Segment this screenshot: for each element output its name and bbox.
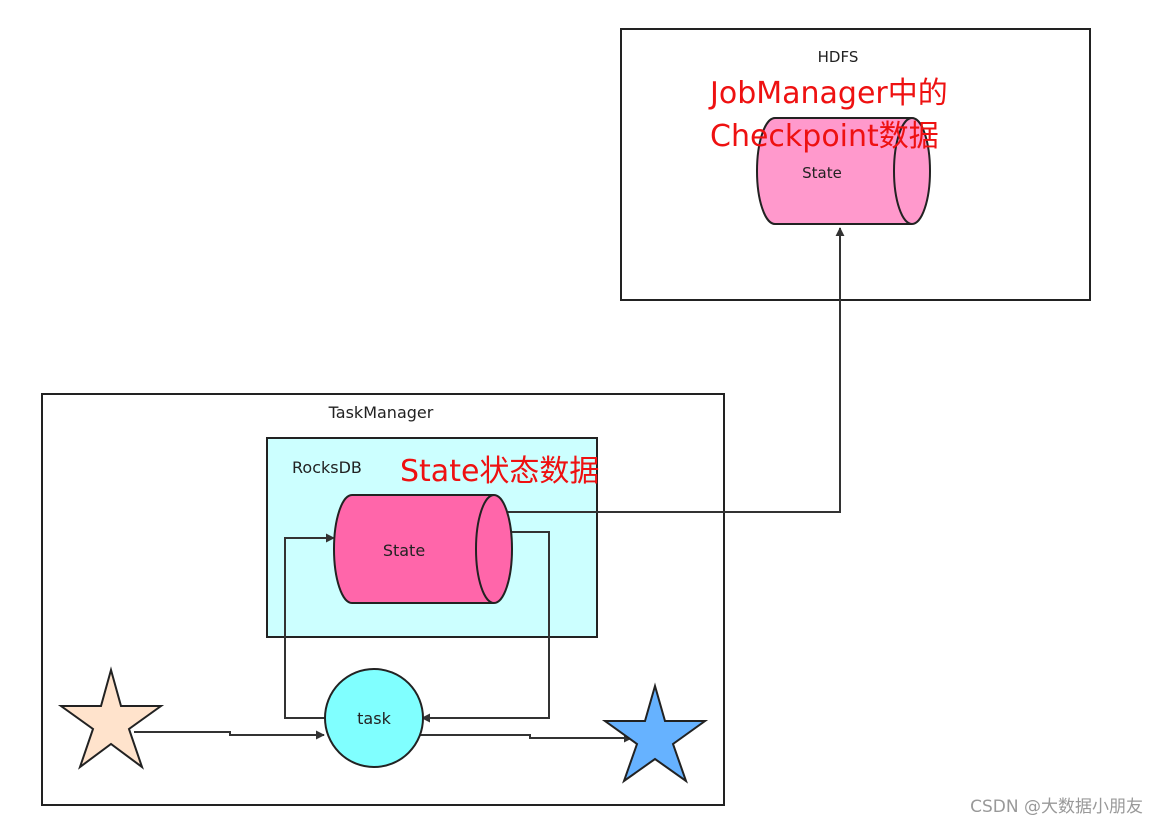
rocksdb-label: RocksDB: [292, 458, 362, 477]
task-label: task: [357, 709, 391, 728]
rocksdb-state-label: State: [383, 541, 425, 560]
hdfs-state-cylinder: State: [756, 117, 931, 225]
task-write-arrow: [284, 533, 335, 719]
input-arrow: [134, 730, 325, 740]
task-read-arrow: [421, 531, 550, 723]
taskmanager-label: TaskManager: [328, 403, 434, 422]
hdfs-label: HDFS: [818, 48, 859, 66]
checkpoint-annotation-line1: JobManager中的: [708, 76, 948, 111]
output-arrow: [420, 733, 633, 743]
state-annotation: State状态数据: [400, 454, 599, 489]
hdfs-state-label: State: [802, 164, 842, 182]
source-star-icon: [57, 666, 165, 770]
task-node: task: [324, 668, 424, 768]
checkpoint-annotation-line2: Checkpoint数据: [710, 119, 939, 154]
sink-star-icon: [601, 682, 709, 784]
checkpoint-arrow: [498, 227, 845, 513]
rocksdb-state-cylinder: State: [333, 494, 513, 604]
watermark: CSDN @大数据小朋友: [970, 797, 1143, 817]
